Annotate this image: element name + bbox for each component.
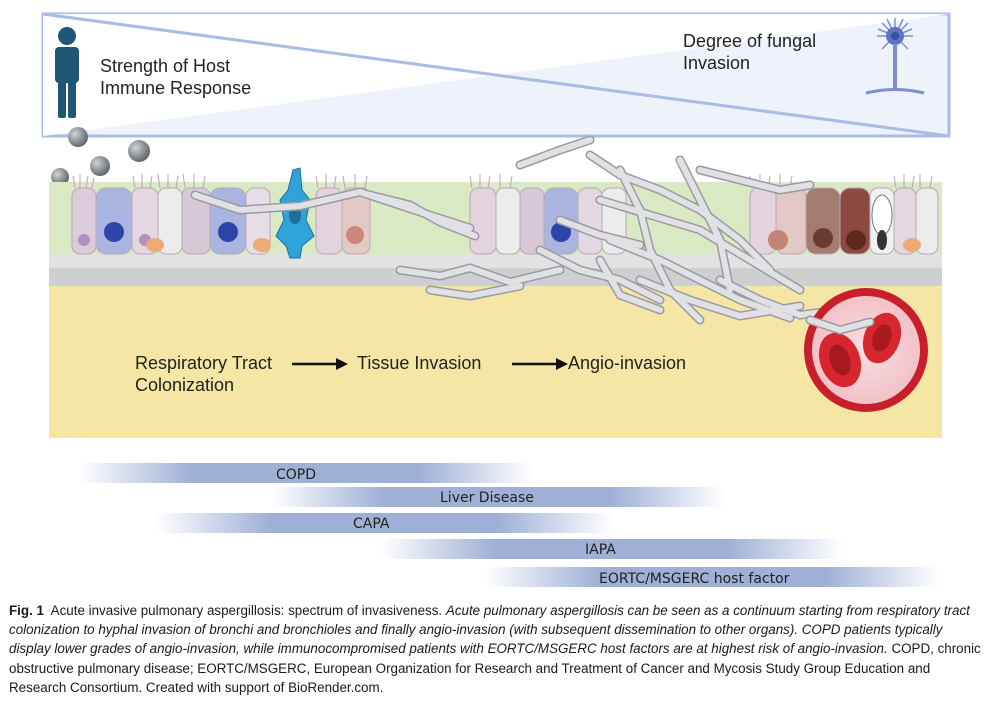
fungal-invasion-label: Degree of fungal Invasion — [683, 31, 821, 73]
risk-group-bars — [78, 463, 940, 587]
label-liver-disease: Liver Disease — [440, 490, 534, 506]
fungal-invasion-label-line2: Invasion — [683, 53, 750, 73]
bar-liver-disease — [270, 487, 725, 507]
stage-colonization-line1: Respiratory Tract — [135, 353, 272, 373]
aspergillus-icon — [865, 18, 925, 95]
stage-colonization-line2: Colonization — [135, 375, 234, 395]
label-copd: COPD — [276, 467, 316, 483]
arrow-icon — [292, 358, 348, 370]
blood-vessel — [804, 288, 928, 412]
bar-capa — [155, 513, 613, 533]
figure-title: Acute invasive pulmonary aspergillosis: … — [50, 603, 443, 618]
stage-tissue-invasion-label: Tissue Invasion — [357, 353, 481, 373]
bar-copd — [78, 463, 533, 483]
stage-angio-invasion-label: Angio-invasion — [568, 353, 686, 373]
figure-caption: Fig. 1 Acute invasive pulmonary aspergil… — [9, 601, 987, 697]
stage-colonization-label: Respiratory Tract Colonization — [135, 353, 277, 395]
label-capa: CAPA — [353, 516, 390, 532]
cilia — [72, 173, 933, 189]
figure-italic-text: Acute pulmonary aspergillosis can be see… — [9, 603, 970, 657]
figure-label: Fig. 1 — [9, 603, 44, 618]
immune-invasion-gradient-box — [41, 12, 951, 138]
figure-rest-text: COPD, chronic obstructive pulmonary dise… — [9, 641, 981, 695]
host-immune-label-line1: Strength of Host — [100, 56, 230, 76]
aspergillosis-diagram: Strength of Host Immune Response Degree … — [41, 12, 951, 587]
fungal-hyphae — [190, 135, 845, 325]
fungal-invasion-label-line1: Degree of fungal — [683, 31, 816, 51]
host-immune-label-line2: Immune Response — [100, 78, 251, 98]
risk-group-labels: COPD Liver Disease CAPA IAPA EORTC/MSGER… — [276, 467, 790, 587]
bar-iapa — [380, 539, 843, 559]
arrow-icon — [512, 358, 568, 370]
bar-eortc — [485, 567, 940, 587]
spores — [51, 127, 150, 186]
label-eortc: EORTC/MSGERC host factor — [599, 571, 790, 587]
label-iapa: IAPA — [585, 542, 616, 558]
person-icon — [55, 27, 79, 118]
host-immune-label: Strength of Host Immune Response — [100, 56, 251, 98]
